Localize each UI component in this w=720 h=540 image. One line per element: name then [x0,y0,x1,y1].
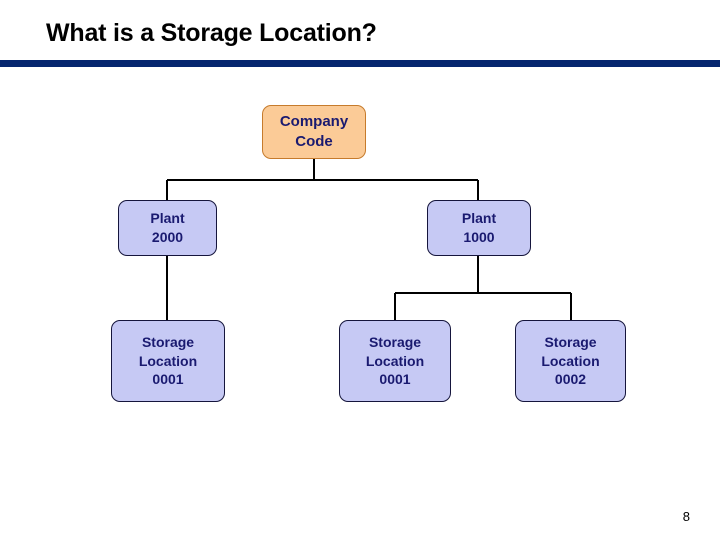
node-company-code-line-1: Company [279,112,349,130]
node-storage-location-0001-plant-2000: Storage Location 0001 [111,320,225,402]
node-storage-0001-a-line-1: Storage [141,333,195,350]
page-title: What is a Storage Location? [46,19,377,47]
node-storage-0001-b-line-2: Location [365,352,425,369]
node-plant-2000: Plant 2000 [118,200,217,256]
node-storage-0002-line-1: Storage [544,333,597,350]
page-number: 8 [682,509,690,524]
node-storage-0002-line-3: 0002 [554,371,587,388]
node-storage-location-0001-plant-1000: Storage Location 0001 [339,320,451,402]
node-company-code: Company Code [262,105,366,159]
node-storage-0001-a-line-2: Location [138,352,198,369]
node-storage-0001-b-line-1: Storage [368,333,422,350]
node-storage-0001-a-line-3: 0001 [152,371,184,388]
node-company-code-line-2: Code [295,133,333,150]
title-divider-rule [0,60,720,67]
node-plant-1000: Plant 1000 [427,200,531,256]
node-storage-location-0002: Storage Location 0002 [515,320,626,402]
node-plant-1000-line-1: Plant [461,210,497,227]
node-plant-2000-line-2: 2000 [151,229,184,245]
node-plant-2000-line-1: Plant [150,210,185,227]
node-storage-0001-b-line-3: 0001 [379,371,411,388]
node-storage-0002-line-2: Location [541,352,600,369]
node-plant-1000-line-2: 1000 [463,229,495,245]
